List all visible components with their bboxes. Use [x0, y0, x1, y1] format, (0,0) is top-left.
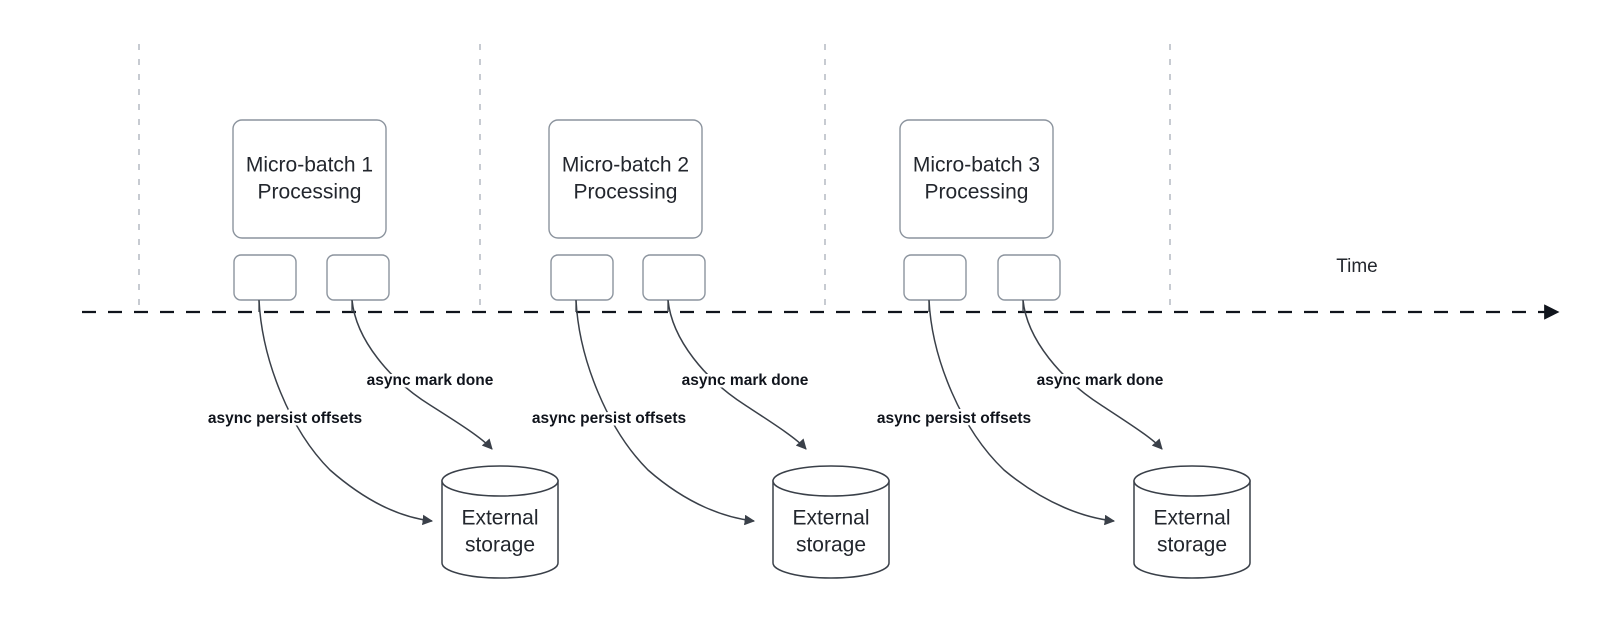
mb1-mark-done-label-halo: async mark done — [367, 372, 494, 389]
mb2-task-a-box[interactable] — [550, 254, 614, 301]
external-storage-3-label-line2: storage — [1157, 534, 1227, 557]
micro-batch-2-label-line1: Micro-batch 2 — [562, 154, 689, 177]
mb2-mark-done-label-halo: async mark done — [682, 372, 809, 389]
timeline-axis: Time — [82, 256, 1560, 320]
external-storage-2-body[interactable] — [772, 480, 890, 579]
mb3-task-b-box[interactable] — [997, 254, 1061, 301]
mb1-persist-offsets-label-halo: async persist offsets — [208, 410, 362, 427]
micro-batch-3-box[interactable] — [899, 119, 1054, 239]
micro-batch-2-box[interactable] — [548, 119, 703, 239]
mb3-task-a-box[interactable] — [903, 254, 967, 301]
mb3-mark-done-label: async mark done — [1037, 372, 1164, 389]
time-axis-label: Time — [1336, 256, 1378, 277]
external-storage-3-label-line1: External — [1153, 507, 1230, 530]
external-storage-1-label-line1: External — [461, 507, 538, 530]
micro-batch-3-label-line1: Micro-batch 3 — [913, 154, 1040, 177]
mb3-persist-offsets-label-halo: async persist offsets — [877, 410, 1031, 427]
external-storage-3-top — [1133, 465, 1251, 497]
mb3-mark-done-label-halo: async mark done — [1037, 372, 1164, 389]
micro-batch-3-label-line2: Processing — [925, 181, 1029, 204]
mb1-persist-offsets-label: async persist offsets — [208, 410, 362, 427]
mb3-persist-offsets-arrow — [928, 299, 1116, 526]
mb2-task-b-box[interactable] — [642, 254, 706, 301]
mb2-mark-done-arrow — [667, 299, 807, 450]
external-storage-1-body[interactable] — [441, 480, 559, 579]
micro-batch-1-box[interactable] — [232, 119, 387, 239]
mb1-persist-offsets-arrow — [258, 299, 434, 526]
mb2-persist-offsets-label: async persist offsets — [532, 410, 686, 427]
mb3-persist-offsets-label: async persist offsets — [877, 410, 1031, 427]
external-storage-2-label-line2: storage — [796, 534, 866, 557]
external-storage-2-top — [772, 465, 890, 497]
external-storage-1-label-line2: storage — [465, 534, 535, 557]
micro-batch-2-label-line2: Processing — [574, 181, 678, 204]
mb1-mark-done-label: async mark done — [367, 372, 494, 389]
external-storage-3-body[interactable] — [1133, 480, 1251, 579]
mb1-task-a-box[interactable] — [233, 254, 297, 301]
mb2-persist-offsets-arrow — [575, 299, 756, 526]
mb2-mark-done-label: async mark done — [682, 372, 809, 389]
micro-batch-1-label-line2: Processing — [258, 181, 362, 204]
external-storage-1-top — [441, 465, 559, 497]
external-storage-2-label-line1: External — [792, 507, 869, 530]
mb2-persist-offsets-label-halo: async persist offsets — [532, 410, 686, 427]
micro-batch-1-label-line1: Micro-batch 1 — [246, 154, 373, 177]
mb3-mark-done-arrow — [1022, 299, 1163, 450]
mb1-task-b-box[interactable] — [326, 254, 390, 301]
mb1-mark-done-arrow — [351, 299, 493, 450]
